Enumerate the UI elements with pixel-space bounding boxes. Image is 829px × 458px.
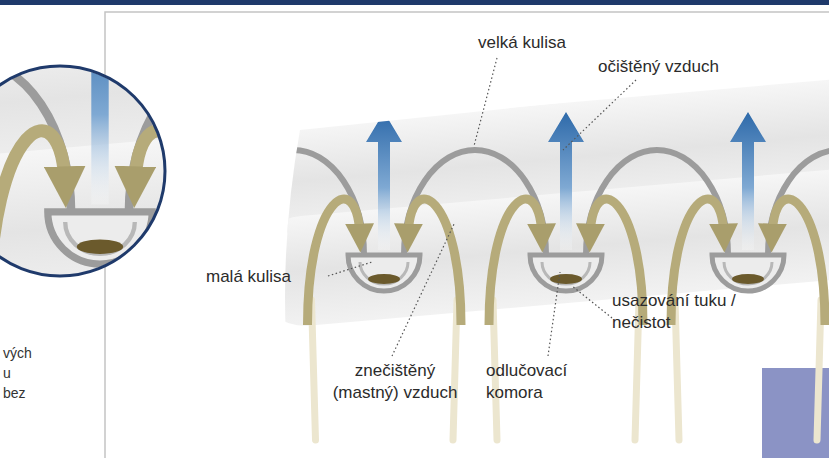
small-baffle <box>348 255 420 291</box>
grease-deposit <box>550 274 582 284</box>
small-baffle <box>48 212 152 264</box>
air-wisp <box>258 277 264 458</box>
clean-air-arrow <box>338 4 390 204</box>
deposit-label: usazování tuku / nečistot <box>612 290 752 334</box>
grease-deposit <box>368 274 400 284</box>
air-wisp <box>817 300 821 440</box>
duct-cylinder <box>246 160 829 331</box>
dirty-air-arrow <box>772 199 825 325</box>
dirty-air-arrow <box>308 199 361 325</box>
clean-air-label: očištěný vzduch <box>598 56 778 78</box>
text-fragment: u <box>3 364 93 382</box>
large-baffle-label: velká kulisa <box>478 32 618 54</box>
air-wisp <box>453 300 457 440</box>
dirty-air-label: znečištěný (mastný) vzduch <box>320 360 470 404</box>
grease-deposit <box>732 274 764 284</box>
air-wisp <box>312 300 316 440</box>
air-wisp <box>0 277 1 458</box>
dirty-air-arrow <box>489 199 542 325</box>
separator-chamber <box>360 262 408 284</box>
clean-air-arrow <box>74 4 126 204</box>
duct-cylinder <box>0 74 829 321</box>
small-baffle <box>312 212 416 264</box>
separator-chamber <box>65 222 135 254</box>
air-wisp <box>200 277 206 458</box>
dirty-air-arrow <box>0 131 65 314</box>
grease-deposit <box>77 239 123 254</box>
separator-chamber <box>329 222 399 254</box>
text-fragment: bez <box>3 384 93 402</box>
small-baffle-label: malá kulisa <box>206 266 336 288</box>
clean-air-arrow <box>730 112 766 250</box>
air-wisp <box>675 300 679 440</box>
separator-chamber <box>542 262 590 284</box>
dirty-air-arrow <box>135 131 212 314</box>
dirty-air-arrow <box>227 199 280 325</box>
small-baffle <box>712 255 784 291</box>
chamber-label: odlučovací komora <box>486 360 586 404</box>
air-wisp <box>272 300 276 440</box>
clean-air-arrow <box>366 112 402 250</box>
grease-deposit <box>341 239 387 254</box>
clean-air-arrow <box>548 112 584 250</box>
dirty-air-arrow <box>408 199 461 325</box>
clean-air-arrow <box>185 112 221 250</box>
text-fragment: vých <box>3 344 93 362</box>
small-baffle <box>530 255 602 291</box>
separator-chamber <box>724 262 772 284</box>
